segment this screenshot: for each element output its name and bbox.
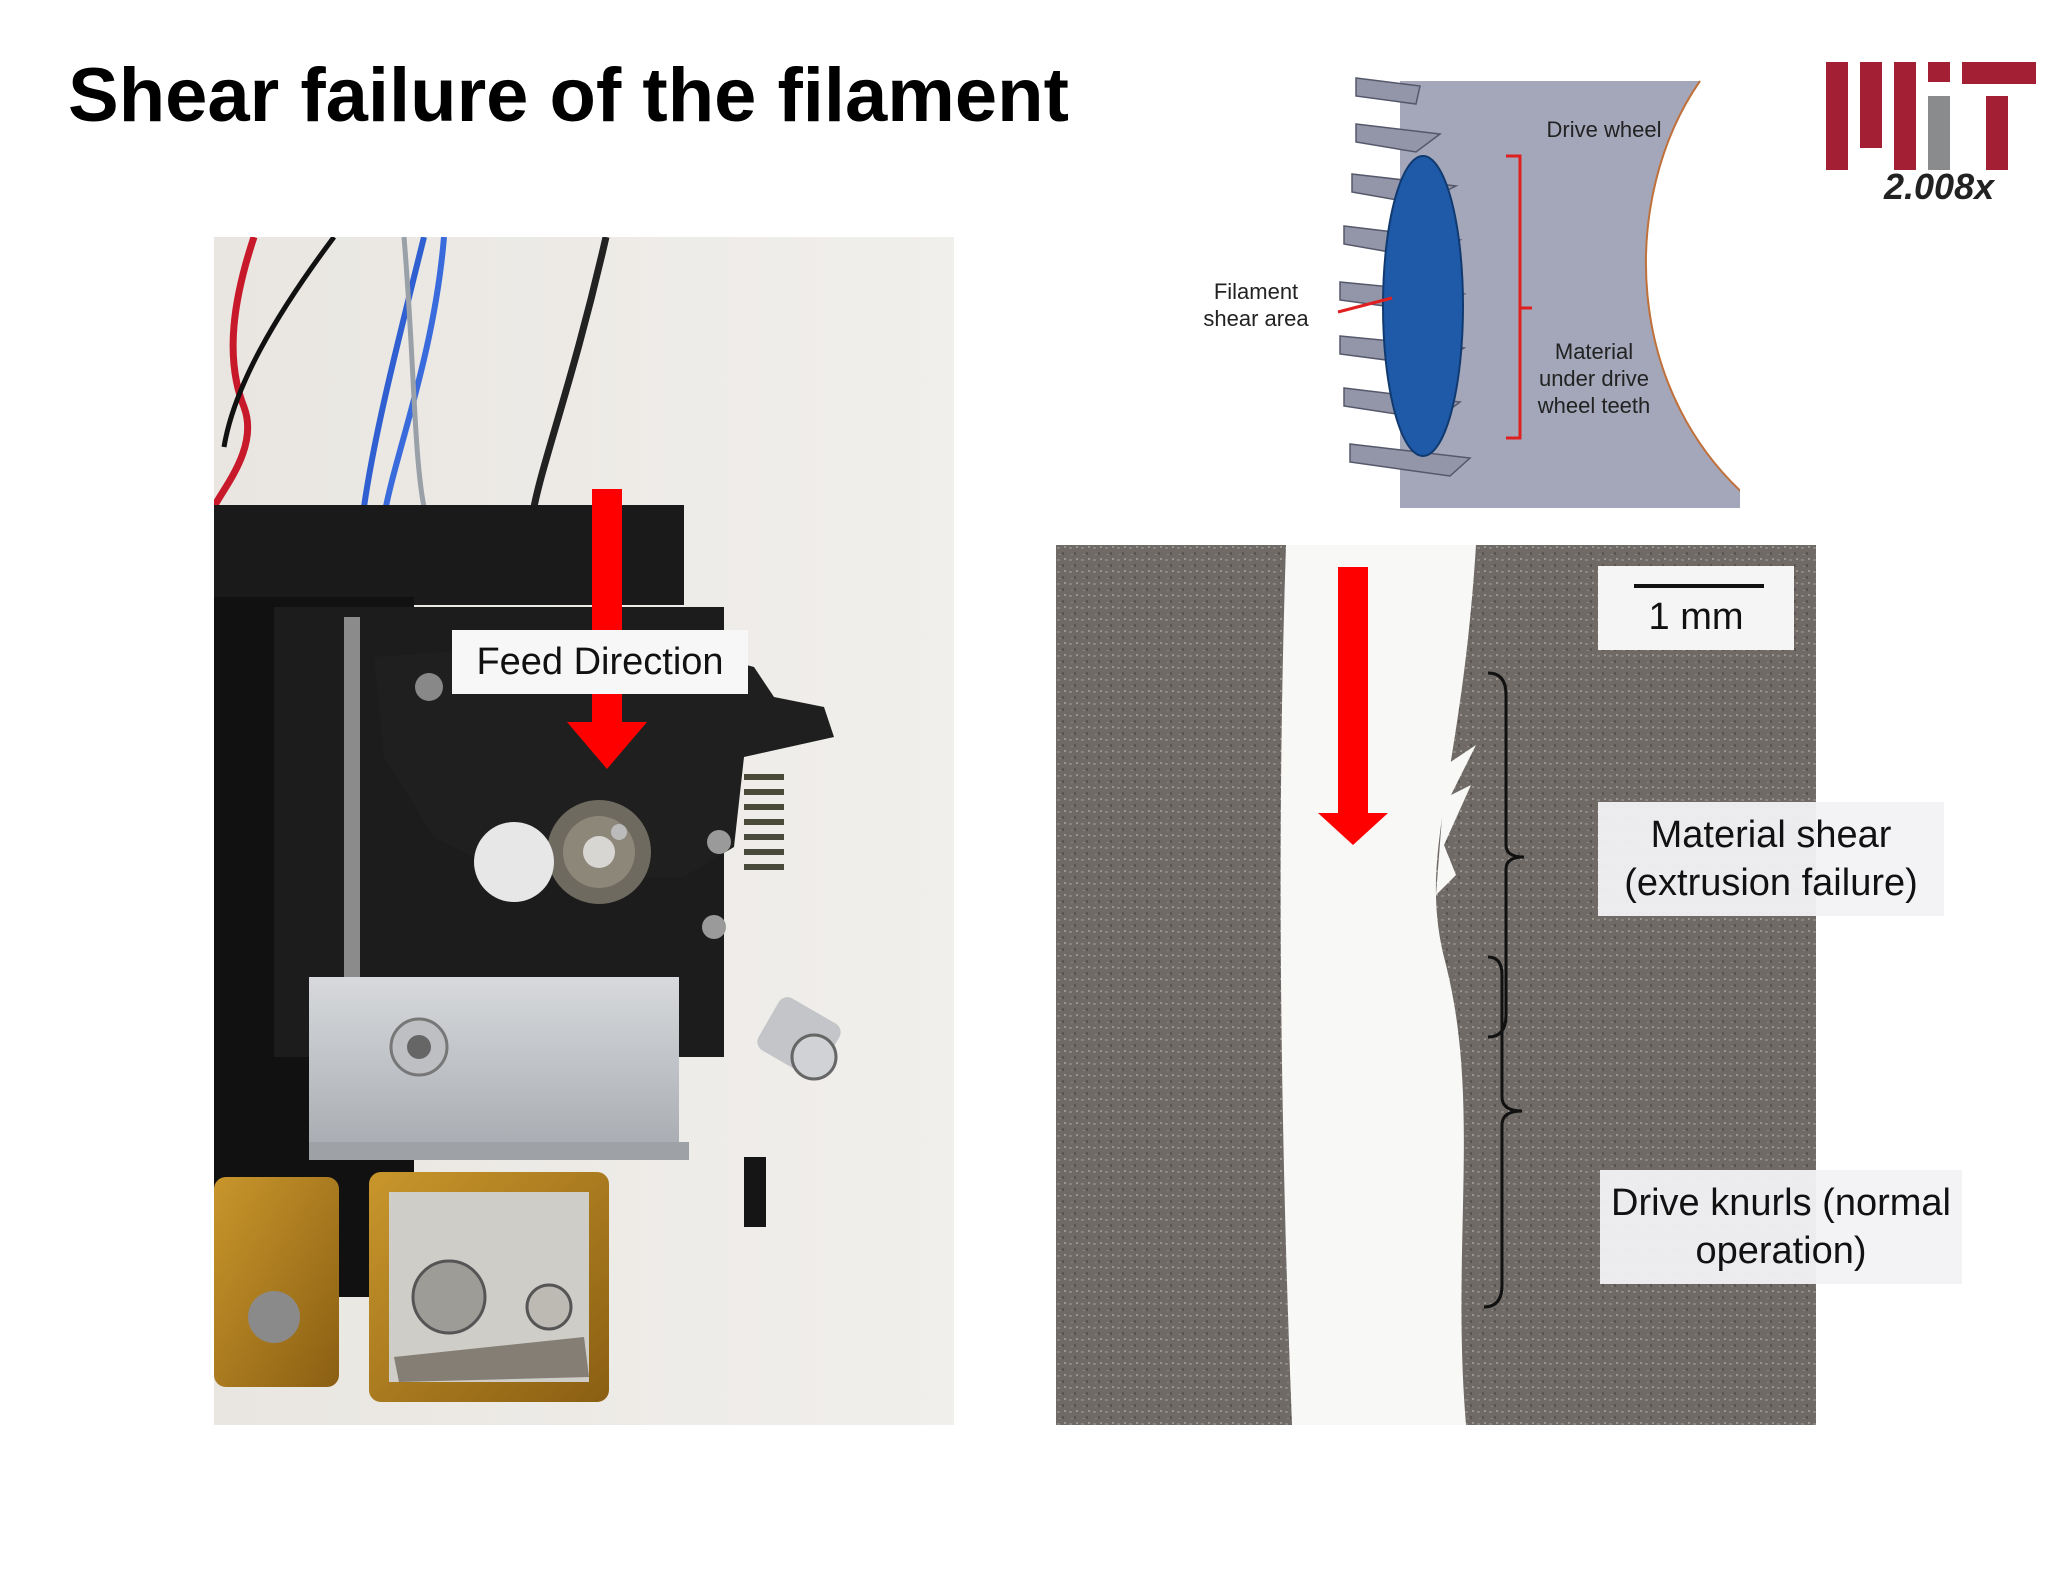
scale-bar xyxy=(1634,584,1764,588)
feed-direction-label: Feed Direction xyxy=(452,630,748,694)
slide-title: Shear failure of the filament xyxy=(68,53,1069,138)
scale-label: 1 mm xyxy=(1648,596,1744,638)
filament-shear-label: Filament shear area xyxy=(1203,279,1309,331)
logo-course-text: 2.008x xyxy=(1884,166,1995,207)
extruder-photo xyxy=(214,237,954,1425)
drive-wheel-diagram xyxy=(1337,77,1740,508)
material-shear-label: Material shear (extrusion failure) xyxy=(1598,802,1944,916)
mit-logo xyxy=(1826,62,2036,170)
filament-micrograph xyxy=(1056,545,1816,1425)
material-under-teeth-label: Material under drive wheel teeth xyxy=(1537,339,1651,418)
drive-knurls-label: Drive knurls (normal operation) xyxy=(1600,1170,1962,1284)
drive-wheel-label: Drive wheel xyxy=(1546,117,1662,142)
scale-bar-box: 1 mm xyxy=(1598,566,1794,650)
